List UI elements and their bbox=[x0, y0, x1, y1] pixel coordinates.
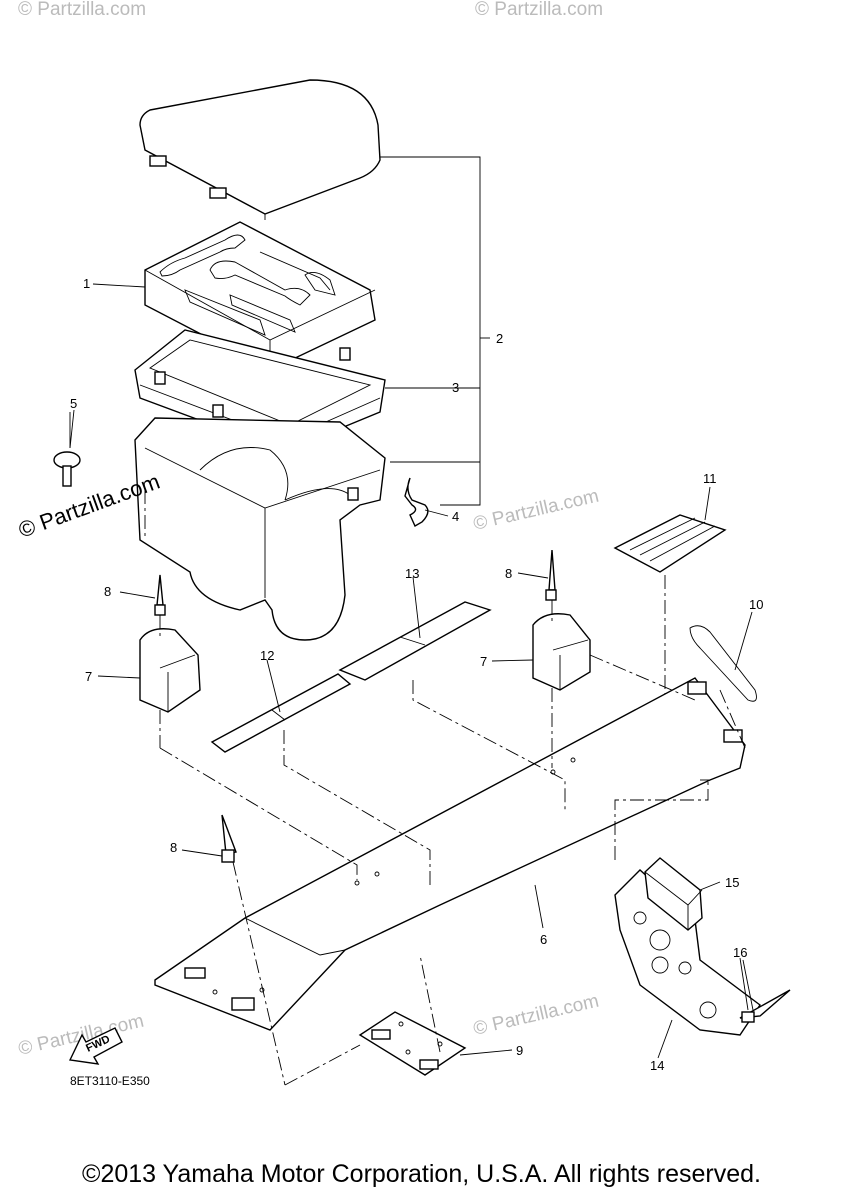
watermark-top-right: © Partzilla.com bbox=[475, 0, 603, 20]
bracket-lines bbox=[375, 156, 490, 506]
callout-8-left: 8 bbox=[104, 584, 111, 599]
callout-14: 14 bbox=[650, 1058, 664, 1073]
callout-6: 6 bbox=[540, 932, 547, 947]
tool-tray bbox=[144, 221, 376, 371]
callout-2: 2 bbox=[496, 331, 503, 346]
callout-3: 3 bbox=[452, 380, 459, 395]
callout-1: 1 bbox=[83, 276, 90, 291]
callout-7-right: 7 bbox=[480, 654, 487, 669]
leader-lines bbox=[69, 283, 753, 1059]
screw-part-5 bbox=[53, 412, 81, 487]
bracket-part-7-right bbox=[532, 613, 591, 691]
block-part-15 bbox=[644, 857, 703, 931]
toolbox-case bbox=[134, 417, 386, 641]
callout-7-left: 7 bbox=[85, 669, 92, 684]
callout-9: 9 bbox=[516, 1043, 523, 1058]
assembly-lines bbox=[144, 490, 746, 1086]
callout-5: 5 bbox=[70, 396, 77, 411]
callout-8-bottom: 8 bbox=[170, 840, 177, 855]
plate-part-6 bbox=[154, 677, 746, 1031]
drawing-code: 8ET3110-E350 bbox=[70, 1074, 150, 1088]
rivets-part-8 bbox=[154, 549, 557, 863]
callout-4: 4 bbox=[452, 509, 459, 524]
seal-part-10 bbox=[689, 625, 757, 702]
callout-8-right: 8 bbox=[505, 566, 512, 581]
bracket-part-7-left bbox=[139, 628, 201, 713]
copyright-footer: ©2013 Yamaha Motor Corporation, U.S.A. A… bbox=[82, 1160, 761, 1188]
plate-part-9 bbox=[358, 1011, 467, 1076]
pads-12-13 bbox=[210, 601, 492, 753]
clip-part-4 bbox=[404, 477, 429, 527]
toolbox-frame bbox=[134, 329, 386, 451]
callout-12: 12 bbox=[260, 648, 274, 663]
callout-16: 16 bbox=[733, 945, 747, 960]
watermark-middle-right: © Partzilla.com bbox=[471, 486, 600, 535]
callout-13: 13 bbox=[405, 566, 419, 581]
pad-part-11 bbox=[613, 514, 727, 765]
callout-15: 15 bbox=[725, 875, 739, 890]
watermark-top-left: © Partzilla.com bbox=[18, 0, 146, 20]
callout-10: 10 bbox=[749, 597, 763, 612]
callout-11: 11 bbox=[703, 471, 717, 486]
toolbox-lid bbox=[139, 79, 381, 220]
watermark-bottom-right: © Partzilla.com bbox=[471, 991, 600, 1040]
pin-part-16 bbox=[739, 959, 791, 1023]
